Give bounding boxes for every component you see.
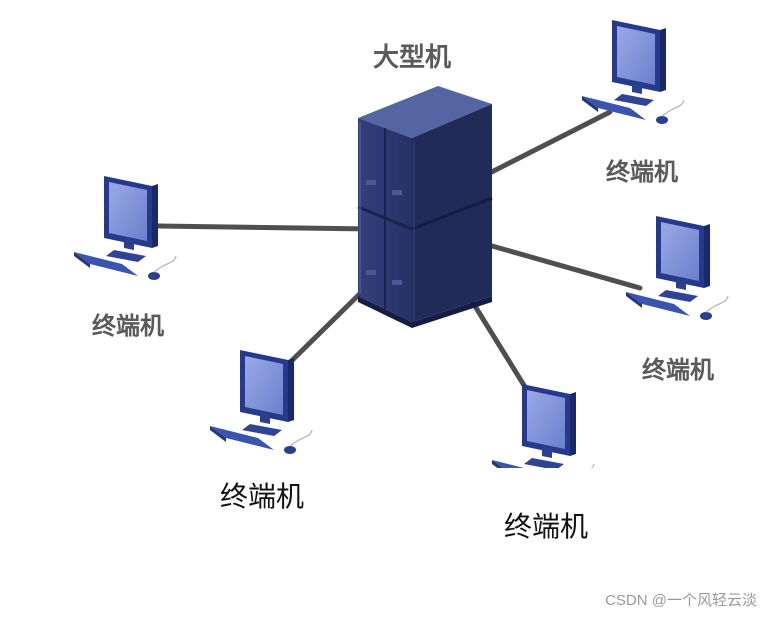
link-mainframe-bottom-right [467, 295, 533, 398]
mainframe-server [357, 86, 493, 328]
terminal-top-right: 终端机 [581, 19, 685, 186]
terminal-left: 终端机 [73, 175, 177, 340]
terminal-label-bottom-left: 终端机 [220, 480, 304, 513]
terminal-label-top-right: 终端机 [606, 158, 678, 186]
terminal-label-left: 终端机 [92, 312, 164, 340]
terminal-label-bottom-right: 终端机 [504, 510, 588, 543]
terminal-bottom-left: 终端机 [209, 349, 313, 513]
mainframe-label: 大型机 [373, 43, 451, 73]
link-mainframe-right [475, 239, 643, 291]
csdn-watermark: CSDN @一个风轻云淡 [605, 592, 757, 609]
terminal-label-right: 终端机 [642, 356, 714, 384]
terminal-right: 终端机 [625, 215, 729, 384]
link-mainframe-left [155, 223, 375, 232]
link-mainframe-top-right [467, 109, 613, 186]
terminal-bottom-right: 终端机 [480, 383, 620, 543]
